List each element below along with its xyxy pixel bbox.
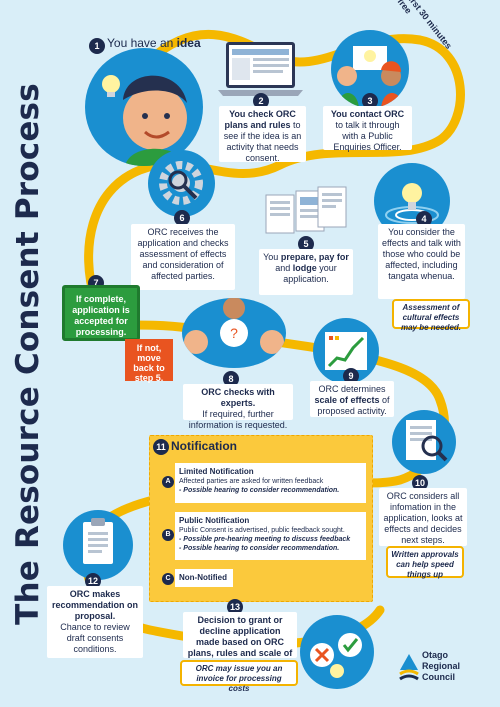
written-approvals-note: Written approvals can help speed things …: [386, 546, 464, 579]
application-documents-illustration: [262, 185, 348, 240]
step-8-card: ORC checks with experts.If required, fur…: [183, 384, 293, 430]
step-4-number: 4: [416, 211, 432, 227]
invoice-note: ORC may issue you an invoice for process…: [180, 660, 298, 693]
step-13-card: Decision to grant or decline application…: [183, 612, 297, 669]
laptop-illustration: [218, 40, 303, 98]
limited-notification-box: Limited Notification Affected parties ar…: [175, 463, 366, 503]
experts-illustration: ?: [182, 298, 286, 368]
step-6-card: ORC receives the application and checks …: [131, 224, 235, 290]
step-3-number: 3: [362, 93, 378, 109]
option-b-badge: B: [162, 529, 174, 541]
cultural-effects-note: Assessment of cultural effects may be ne…: [392, 299, 470, 332]
step-5-card: You prepare, pay for and lodge your appl…: [259, 249, 353, 295]
step-13-number: 13: [227, 599, 243, 615]
gears-illustration: [148, 150, 215, 217]
option-c-badge: C: [162, 573, 174, 585]
step-5-number: 5: [298, 236, 314, 252]
step-4-card: You consider the effects and talk with t…: [378, 224, 465, 299]
idea-person-illustration: [85, 48, 203, 166]
step-12-number: 12: [85, 573, 101, 589]
step-1-label: You have an idea: [107, 36, 201, 50]
clipboard-illustration: [63, 510, 133, 580]
step-6-number: 6: [174, 210, 190, 226]
public-notification-box: Public Notification Public Consent is ad…: [175, 512, 366, 560]
step-9-card: ORC determines scale of effects of propo…: [310, 381, 394, 417]
orc-logo-icon: [398, 650, 420, 684]
option-a-badge: A: [162, 476, 174, 488]
scale-chart-illustration: [313, 318, 379, 384]
orc-logo-text: Otago Regional Council: [422, 650, 461, 682]
notification-panel: 11 Notification A Limited Notification A…: [149, 435, 373, 602]
step-10-number: 10: [412, 475, 428, 491]
step-2-number: 2: [253, 93, 269, 109]
step-3-card: You contact ORC to talk it through with …: [323, 106, 412, 152]
step-12-card: ORC makes recommendation on proposal.Cha…: [47, 586, 143, 658]
step-9-number: 9: [343, 368, 359, 384]
non-notified-box: Non-Notified: [175, 569, 233, 587]
accepted-status-box: If complete, application is accepted for…: [62, 285, 140, 341]
svg-text:?: ?: [230, 325, 238, 341]
step-1-number: 1: [89, 38, 105, 54]
step-10-card: ORC considers all infomation in the appl…: [379, 488, 467, 546]
step-11-number: 11: [153, 439, 169, 455]
review-documents-illustration: [392, 410, 456, 474]
step-2-card: You check ORC plans and rules to see if …: [219, 106, 306, 163]
notification-title: Notification: [171, 439, 237, 453]
step-8-number: 8: [223, 371, 239, 387]
decision-illustration: [300, 615, 374, 689]
not-complete-status-box: If not, move back to step 5.: [125, 339, 173, 383]
